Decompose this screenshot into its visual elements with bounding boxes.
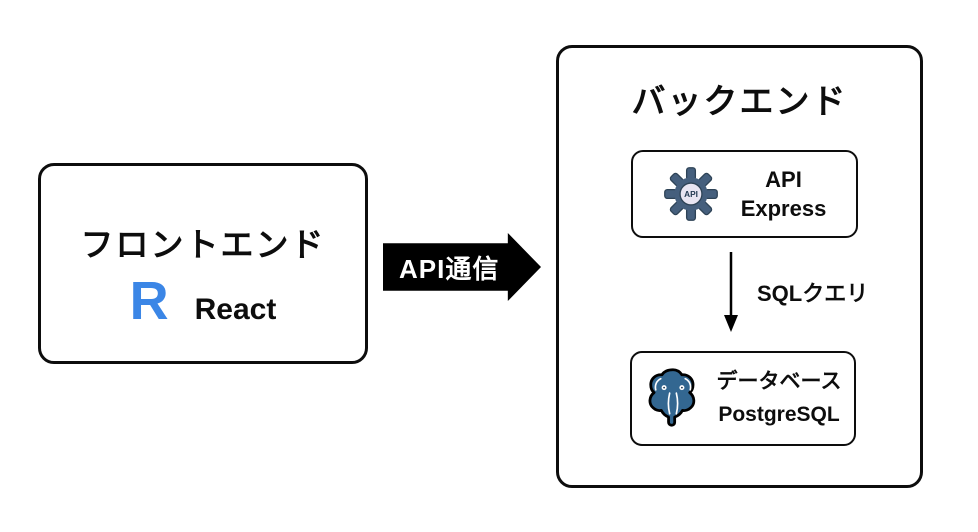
database-labels: データベース PostgreSQL bbox=[717, 370, 842, 427]
database-box: データベース PostgreSQL bbox=[630, 351, 856, 446]
react-label: React bbox=[194, 293, 277, 326]
database-label: データベース bbox=[716, 369, 842, 393]
postgresql-label: PostgreSQL bbox=[718, 403, 840, 426]
sql-query-arrow bbox=[724, 252, 738, 332]
api-express-box: API API Express bbox=[631, 150, 858, 238]
api-express-labels: API Express bbox=[741, 167, 827, 221]
frontend-title: フロントエンド bbox=[80, 226, 326, 263]
svg-text:API: API bbox=[684, 189, 698, 199]
api-communication-arrow-label: API通信 bbox=[399, 253, 500, 284]
api-gear-icon: API bbox=[663, 167, 718, 221]
postgresql-elephant-icon bbox=[648, 367, 695, 427]
backend-title: バックエンド bbox=[631, 83, 848, 121]
frontend-box: フロントエンド R React bbox=[38, 163, 368, 364]
api-communication-arrow: API通信 bbox=[383, 233, 541, 301]
frontend-tech-row: R React bbox=[41, 274, 365, 328]
backend-box: バックエンド API API Exp bbox=[556, 45, 923, 488]
express-label: Express bbox=[740, 195, 827, 221]
react-logo-icon: R bbox=[129, 271, 169, 331]
api-label: API bbox=[765, 167, 802, 193]
sql-query-label: SQLクエリ bbox=[757, 281, 869, 306]
